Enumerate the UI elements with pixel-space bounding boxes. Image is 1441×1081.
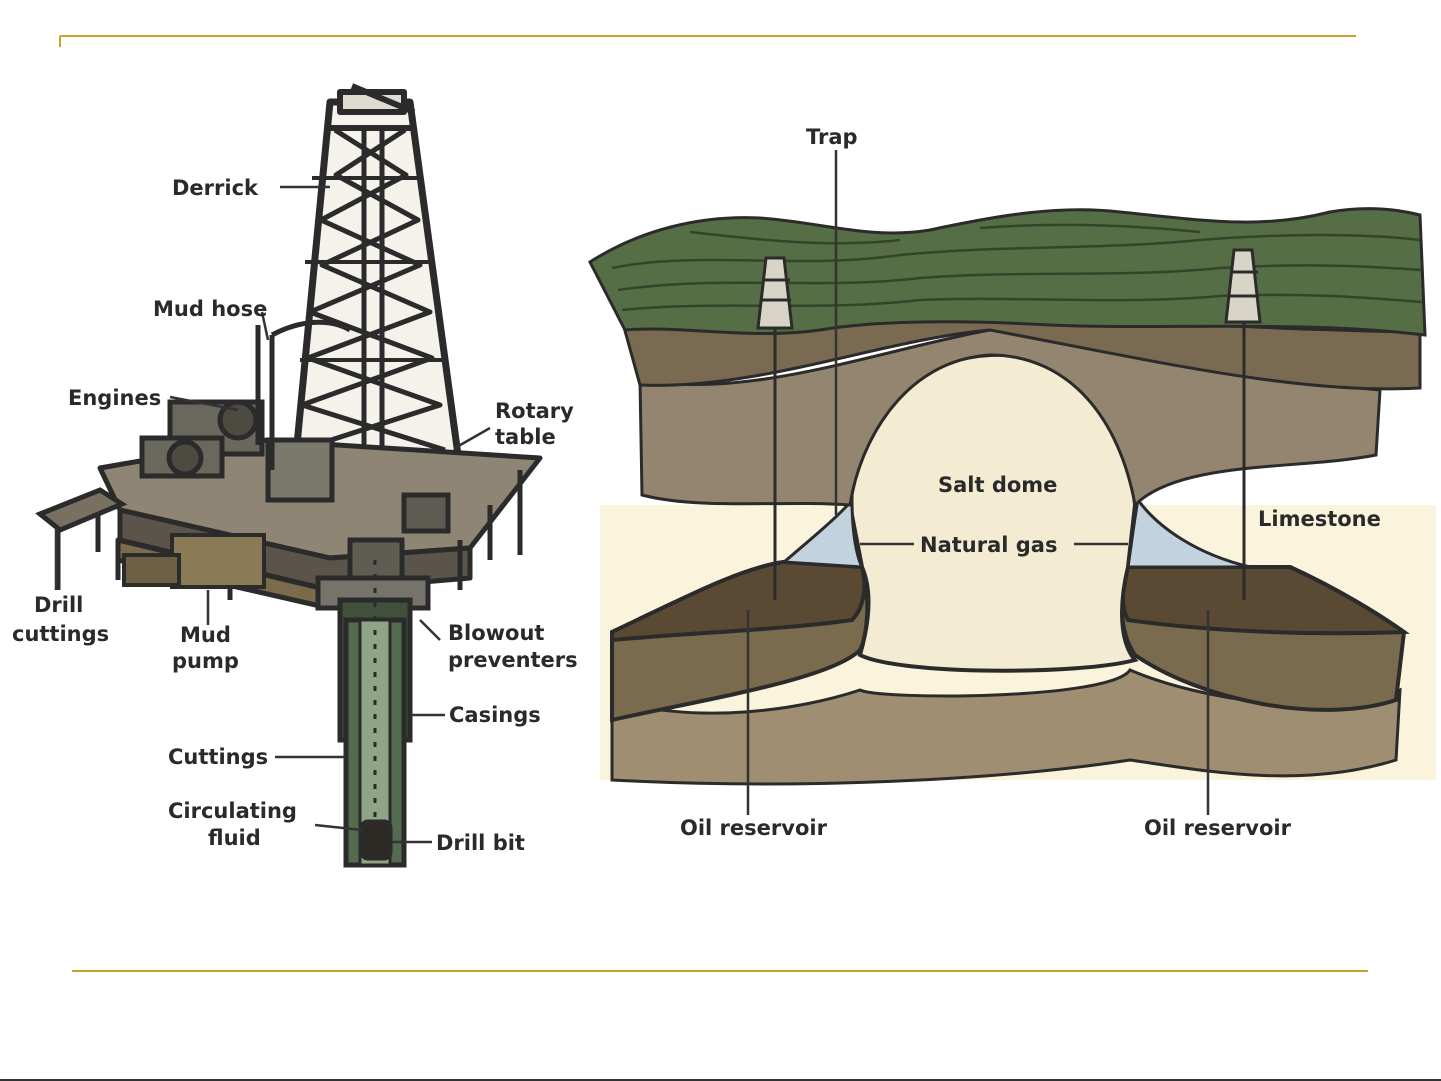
label-circulating-fluid-line1: Circulating	[168, 799, 297, 823]
label-drill-bit: Drill bit	[436, 831, 525, 855]
label-rotary-table-line2: table	[495, 425, 556, 449]
label-limestone: Limestone	[1258, 507, 1381, 531]
label-mud-pump-line2: pump	[172, 649, 239, 673]
label-circulating-fluid-line2: fluid	[208, 826, 261, 850]
label-oil-reservoir-left: Oil reservoir	[680, 816, 828, 840]
label-salt-dome: Salt dome	[938, 473, 1057, 497]
casings-and-drill-pipe	[340, 560, 410, 865]
label-drill-cuttings-line2: cuttings	[12, 622, 109, 646]
derrick-tower	[296, 86, 458, 455]
label-natural-gas: Natural gas	[920, 533, 1057, 557]
label-mud-hose: Mud hose	[153, 297, 267, 321]
top-rule	[60, 36, 1356, 47]
label-derrick: Derrick	[172, 176, 259, 200]
label-drill-cuttings-line1: Drill	[34, 593, 83, 617]
cuttings-chute	[40, 490, 122, 590]
label-oil-reservoir-right: Oil reservoir	[1144, 816, 1292, 840]
label-blowout-preventers-line2: preventers	[448, 648, 578, 672]
salt-dome-cross-section: Trap Salt dome Natural gas Limestone Oil…	[590, 125, 1436, 840]
label-engines: Engines	[68, 386, 161, 410]
label-mud-pump-line1: Mud	[180, 623, 231, 647]
label-trap: Trap	[806, 125, 858, 149]
label-blowout-preventers-line1: Blowout	[448, 621, 544, 645]
label-rotary-table-line1: Rotary	[495, 399, 574, 423]
label-casings: Casings	[449, 703, 541, 727]
label-cuttings: Cuttings	[168, 745, 268, 769]
drilling-rig-illustration: Derrick Mud hose Engines Rotary table Dr…	[12, 86, 578, 865]
